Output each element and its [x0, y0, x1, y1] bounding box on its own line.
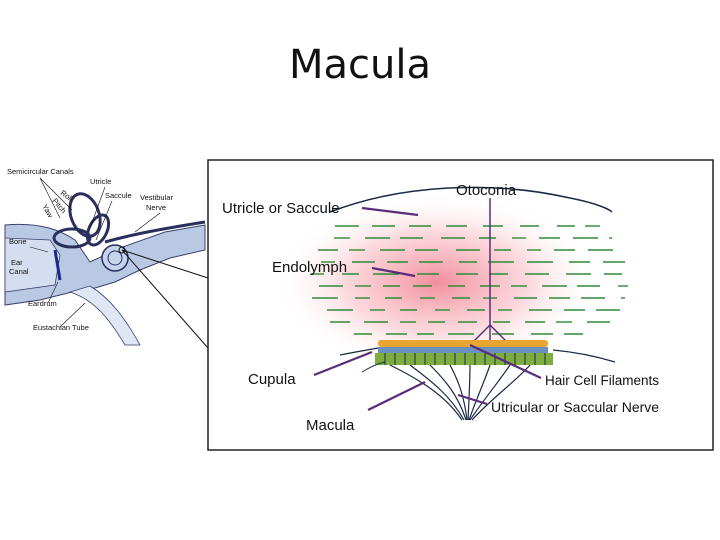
label-utricle-or-saccule: Utricle or Saccule [222, 200, 340, 217]
label-eustachian-tube: Eustachian Tube [33, 323, 89, 332]
label-hair-cell-filaments: Hair Cell Filaments [545, 373, 659, 388]
macula-layers [375, 340, 553, 365]
label-macula: Macula [306, 417, 355, 434]
cupula-band [378, 340, 548, 347]
label-eardrum: Eardrum [28, 299, 57, 308]
label-cupula: Cupula [248, 371, 296, 388]
label-bone: Bone [9, 237, 27, 246]
cochlea-shape [102, 245, 128, 271]
label-vestibular-nerve-line-2: Nerve [146, 203, 166, 212]
membrane-band [378, 347, 548, 353]
label-vestibular-nerve-line-1: Vestibular [140, 193, 173, 202]
label-saccule: Saccule [105, 191, 132, 200]
hair-cell-layer [375, 353, 553, 365]
ear-inset: Semicircular Canals Roll Pitch Yaw Utric… [2, 160, 207, 360]
label-ear-canal-line-1: Ear [11, 258, 23, 267]
label-endolymph: Endolymph [272, 259, 347, 276]
label-semicircular-canals: Semicircular Canals [7, 167, 74, 176]
label-otoconia: Otoconia [456, 182, 517, 199]
label-utricle: Utricle [90, 177, 111, 186]
label-ear-canal-line-2: Canal [9, 267, 29, 276]
label-utricular-or-saccular-nerve: Utricular or Saccular Nerve [491, 399, 659, 415]
